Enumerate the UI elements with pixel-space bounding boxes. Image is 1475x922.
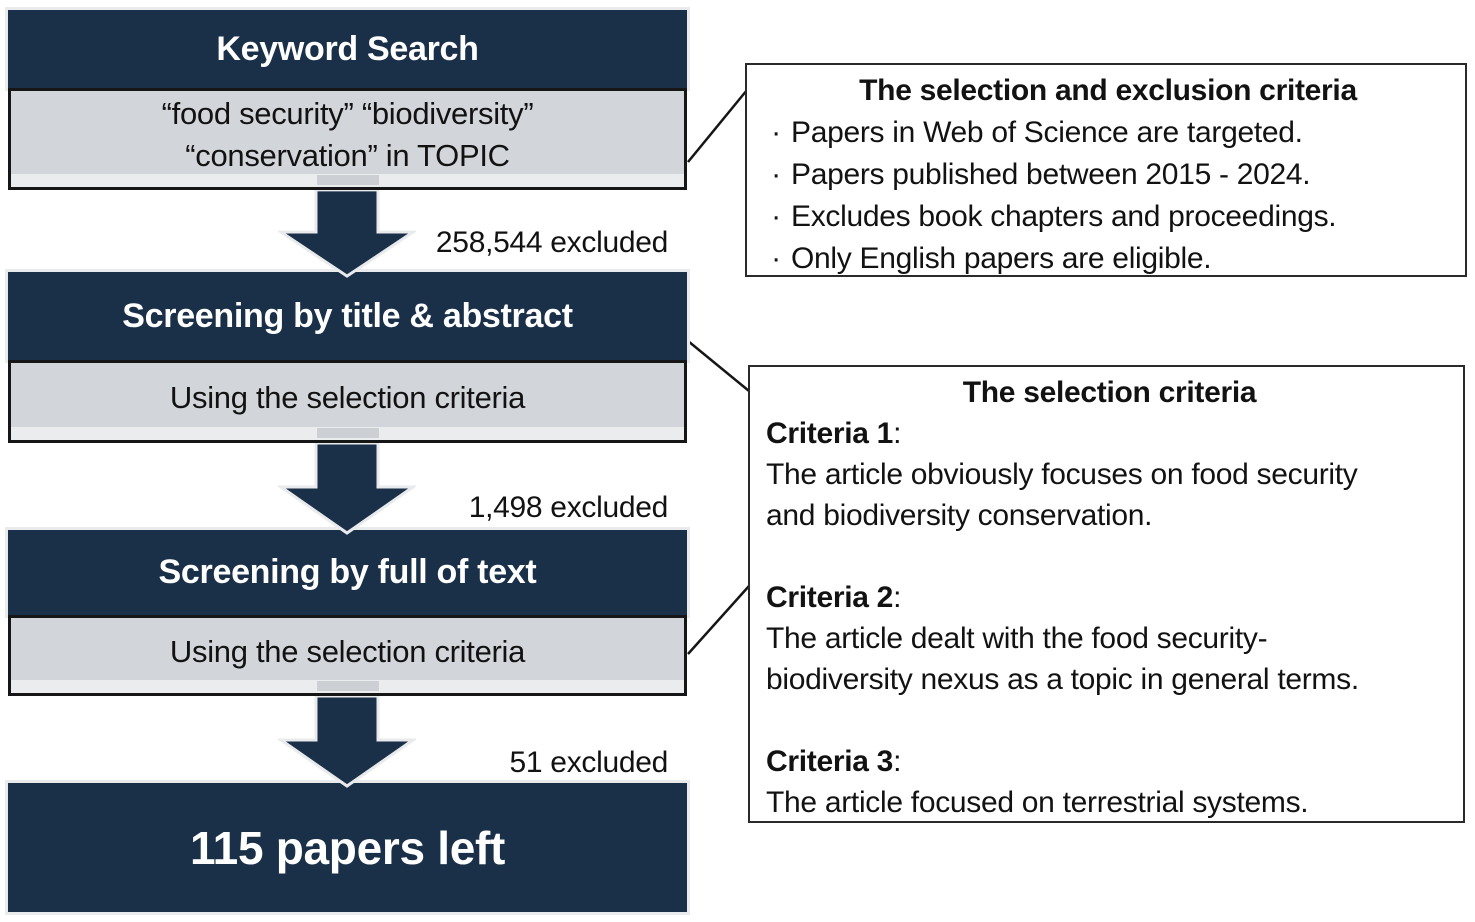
excluded-count-3: 51 excluded	[509, 746, 669, 779]
box-title: The selection criteria	[962, 376, 1257, 409]
criteria-label-text: Criteria 1	[766, 417, 894, 450]
criteria-text-line: The article obviously focuses on food se…	[766, 458, 1358, 491]
criteria-text-line: The article focused on terrestrial syste…	[766, 786, 1309, 819]
step-title: Keyword Search	[216, 29, 479, 68]
excluded-count-1: 258,544 excluded	[435, 226, 668, 259]
step-title: Screening by title & abstract	[122, 296, 573, 335]
bullet-item: · Papers published between 2015 - 2024.	[761, 154, 1455, 196]
bullet-item: · Only English papers are eligible.	[761, 238, 1455, 280]
result-title: 115 papers left	[189, 821, 506, 874]
step-screening-full-text-header: Screening by full of text	[5, 527, 690, 618]
step-screening-title-abstract-body: Using the selection criteria	[8, 360, 687, 443]
bullet-text: Excludes book chapters and proceedings.	[791, 200, 1337, 233]
bullet-text: Only English papers are eligible.	[791, 242, 1212, 275]
excluded-count-2: 1,498 excluded	[468, 491, 669, 524]
bullet-item: · Excludes book chapters and proceedings…	[761, 196, 1455, 238]
keyword-line-2: “conservation” in TOPIC	[185, 138, 510, 173]
step-screening-title-abstract-header: Screening by title & abstract	[5, 269, 690, 363]
step-keyword-search-header: Keyword Search	[5, 7, 690, 91]
connector-line-keyword-to-criteria	[687, 89, 748, 163]
criteria-label-separator: :	[893, 417, 902, 450]
bullet-dot: ·	[771, 200, 781, 233]
connector-line-screening1-to-selection	[687, 340, 750, 392]
criteria-block-1: Criteria 1: The article obviously focuse…	[766, 413, 1453, 536]
down-arrow-1	[278, 190, 416, 278]
criteria-block-3: Criteria 3: The article focused on terre…	[766, 741, 1453, 823]
screening2-body-line: Using the selection criteria	[169, 633, 526, 669]
bullet-text: Papers in Web of Science are targeted.	[791, 116, 1303, 149]
criteria-block-2: Criteria 2: The article dealt with the f…	[766, 577, 1453, 700]
bullet-dot: ·	[771, 242, 781, 275]
step-title: Screening by full of text	[158, 553, 537, 591]
keyword-line-1: “food security” “biodiversity”	[161, 96, 534, 131]
criteria-label-separator: :	[893, 745, 902, 778]
selection-criteria-box: The selection criteria Criteria 1: The a…	[748, 365, 1465, 823]
screening1-body-line: Using the selection criteria	[169, 379, 526, 415]
bullet-dot: ·	[771, 158, 781, 191]
criteria-text-line: and biodiversity conservation.	[766, 499, 1153, 532]
bullet-item: · Papers in Web of Science are targeted.	[761, 112, 1455, 154]
result-papers-left-box: 115 papers left	[5, 780, 690, 915]
step-keyword-search-body: “food security” “biodiversity” “conserva…	[8, 88, 687, 190]
criteria-label-text: Criteria 2	[766, 581, 894, 614]
criteria-label: Criteria 1:	[766, 413, 1453, 454]
down-arrow-2	[278, 443, 416, 535]
criteria-label: Criteria 2:	[766, 577, 1453, 618]
connector-line-screening2-to-selection	[687, 585, 750, 655]
box-title: The selection and exclusion criteria	[859, 74, 1357, 107]
criteria-text-line: biodiversity nexus as a topic in general…	[766, 663, 1359, 696]
selection-exclusion-criteria-box: The selection and exclusion criteria · P…	[745, 63, 1467, 277]
criteria-label-separator: :	[893, 581, 902, 614]
bullet-dot: ·	[771, 116, 781, 149]
down-arrow-3	[278, 696, 416, 788]
bullet-text: Papers published between 2015 - 2024.	[791, 158, 1311, 191]
criteria-label: Criteria 3:	[766, 741, 1453, 782]
criteria-text-line: The article dealt with the food security…	[766, 622, 1268, 655]
criteria-label-text: Criteria 3	[766, 745, 894, 778]
step-screening-full-text-body: Using the selection criteria	[8, 615, 687, 696]
